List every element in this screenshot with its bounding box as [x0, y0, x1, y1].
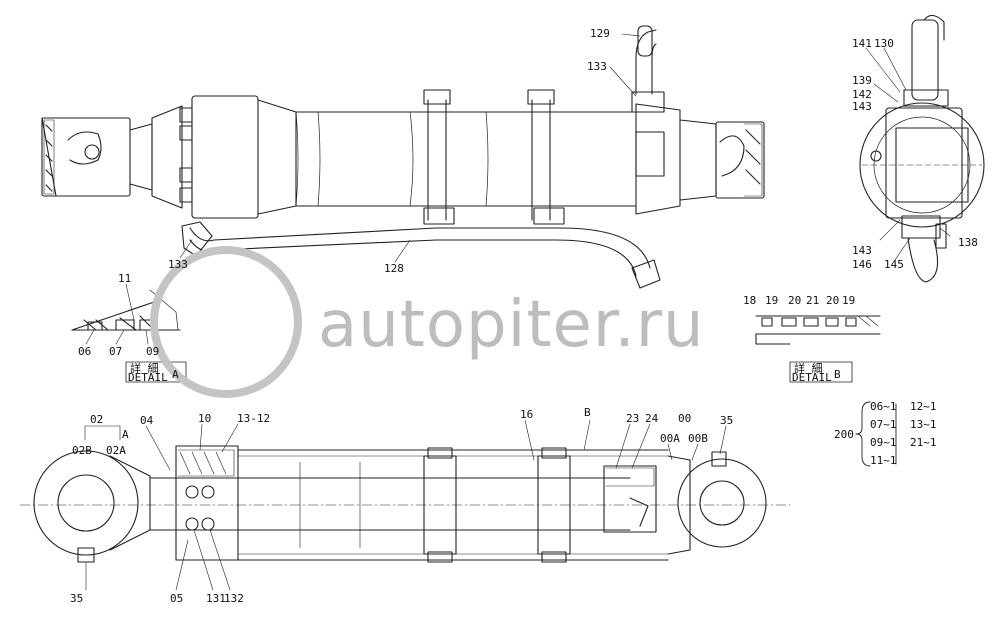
label-142: 142: [852, 88, 872, 101]
label-138: 138: [958, 236, 978, 249]
assembly-12: 12~1: [910, 400, 937, 413]
label-21: 21: [806, 294, 819, 307]
label-146: 146: [852, 258, 872, 271]
detail-b-caption: DETAIL: [792, 371, 832, 384]
label-139: 139: [852, 74, 872, 87]
label-130: 130: [874, 37, 894, 50]
label-18: 18: [743, 294, 756, 307]
detail-a-caption: DETAIL: [128, 371, 168, 384]
detail-a-drawing: [71, 289, 181, 331]
label-11: 11: [118, 272, 131, 285]
label-19-left: 19: [765, 294, 778, 307]
label-143-bottom: 143: [852, 244, 872, 257]
label-23: 23: [626, 412, 639, 425]
label-04: 04: [140, 414, 154, 427]
label-19-right: 19: [842, 294, 855, 307]
label-A: A: [122, 428, 129, 441]
top-view-cylinder: [41, 25, 765, 289]
label-00A: 00A: [660, 432, 680, 445]
label-02A: 02A: [106, 444, 126, 457]
label-35-right: 35: [720, 414, 733, 427]
detail-b-letter: B: [834, 368, 841, 381]
label-09: 09: [146, 345, 159, 358]
assembly-21: 21~1: [910, 436, 937, 449]
label-B: B: [584, 406, 591, 419]
watermark: autopiter.ru: [150, 246, 705, 398]
label-06: 06: [78, 345, 91, 358]
assembly-200: 200: [834, 428, 854, 441]
detail-a-letter: A: [172, 368, 179, 381]
label-00B: 00B: [688, 432, 708, 445]
assembly-11: 11~1: [870, 454, 897, 467]
section-view-cylinder: [19, 445, 791, 563]
label-143-top: 143: [852, 100, 872, 113]
label-145: 145: [884, 258, 904, 271]
label-24: 24: [645, 412, 659, 425]
detail-b-drawing: [755, 315, 881, 345]
label-129: 129: [590, 27, 610, 40]
label-10: 10: [198, 412, 211, 425]
watermark-text: autopiter.ru: [318, 288, 705, 362]
detail-b-caption-cjk: 詳 細: [794, 361, 823, 375]
label-13-12: 13-12: [237, 412, 270, 425]
label-141: 141: [852, 37, 872, 50]
assembly-09: 09~1: [870, 436, 897, 449]
label-20-left: 20: [788, 294, 801, 307]
assembly-06: 06~1: [870, 400, 897, 413]
label-131: 131: [206, 592, 226, 605]
assembly-13: 13~1: [910, 418, 937, 431]
assembly-07: 07~1: [870, 418, 897, 431]
label-02B: 02B: [72, 444, 92, 457]
detail-a-caption-cjk: 詳 細: [130, 361, 159, 375]
label-02: 02: [90, 413, 103, 426]
label-05: 05: [170, 592, 183, 605]
label-35-left: 35: [70, 592, 83, 605]
label-00: 00: [678, 412, 691, 425]
label-133-hose: 133: [168, 258, 188, 271]
label-128: 128: [384, 262, 404, 275]
label-20-right: 20: [826, 294, 839, 307]
label-16: 16: [520, 408, 533, 421]
end-view-cylinder: [859, 14, 985, 283]
label-132: 132: [224, 592, 244, 605]
label-07: 07: [109, 345, 122, 358]
label-133-top: 133: [587, 60, 607, 73]
